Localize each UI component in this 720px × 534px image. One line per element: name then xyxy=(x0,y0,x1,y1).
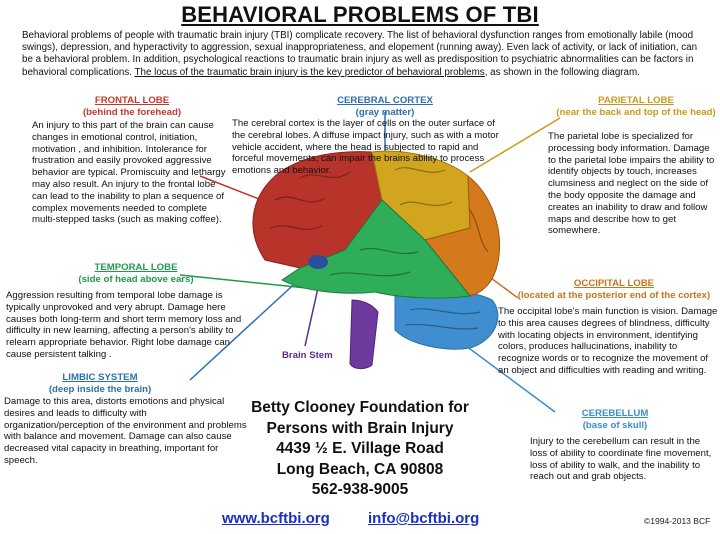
cerebellum-heading: CEREBELLUM (base of skull) xyxy=(560,408,670,431)
copyright-notice: ©1994-2013 BCF xyxy=(644,516,711,526)
intro-underlined-text: The locus of the traumatic brain injury … xyxy=(134,66,485,78)
limbic-system-heading: LIMBIC SYSTEM (deep inside the brain) xyxy=(40,372,160,395)
temporal-lobe-sub: (side of head above ears) xyxy=(78,273,194,285)
frontal-lobe-description: An injury to this part of the brain can … xyxy=(32,120,226,226)
frontal-lobe-heading: FRONTAL LOBE (behind the forehead) xyxy=(52,95,212,118)
occipital-lobe-heading: OCCIPITAL LOBE (located at the posterior… xyxy=(508,278,720,301)
org-line-1: Betty Clooney Foundation for xyxy=(251,399,469,416)
website-link[interactable]: www.bcftbi.org xyxy=(222,510,330,527)
occipital-lobe-name: OCCIPITAL LOBE xyxy=(573,278,655,289)
intro-tail-text: , as shown in the following diagram. xyxy=(484,66,640,78)
contact-links: www.bcftbi.org info@bcftbi.org xyxy=(222,510,512,527)
parietal-lobe-name: PARIETAL LOBE xyxy=(598,95,674,106)
organization-block: Betty Clooney Foundation for Persons wit… xyxy=(244,398,476,501)
leader-line-cerebellum xyxy=(457,339,556,413)
parietal-lobe-sub: (near the back and top of the head) xyxy=(556,106,716,118)
cerebellum-sub: (base of skull) xyxy=(582,419,648,431)
parietal-lobe-heading: PARIETAL LOBE (near the back and top of … xyxy=(556,95,716,118)
frontal-lobe-sub: (behind the forehead) xyxy=(82,106,182,118)
limbic-system-description: Damage to this area, distorts emotions a… xyxy=(4,396,247,466)
cerebral-cortex-sub: (gray matter) xyxy=(355,106,415,118)
limbic-system-sub: (deep inside the brain) xyxy=(48,383,152,395)
brain-stem-label: Brain Stem xyxy=(282,350,333,361)
occipital-lobe-sub: (located at the posterior end of the cor… xyxy=(517,289,711,301)
leader-line-parietal xyxy=(469,117,561,173)
temporal-lobe-region xyxy=(281,199,471,299)
email-link[interactable]: info@bcftbi.org xyxy=(368,510,480,527)
cerebral-cortex-description: The cerebral cortex is the layer of cell… xyxy=(232,118,499,177)
cerebellum-region xyxy=(394,290,499,350)
temporal-lobe-heading: TEMPORAL LOBE (side of head above ears) xyxy=(76,262,196,285)
intro-paragraph: Behavioral problems of people with traum… xyxy=(22,30,698,79)
org-phone-line: 562-938-9005 xyxy=(311,481,409,498)
cerebellum-name: CEREBELLUM xyxy=(581,408,649,419)
frontal-lobe-name: FRONTAL LOBE xyxy=(94,95,170,106)
temporal-lobe-name: TEMPORAL LOBE xyxy=(94,262,178,273)
org-line-2: Persons with Brain Injury xyxy=(266,419,454,437)
parietal-lobe-description: The parietal lobe is specialized for pro… xyxy=(548,131,715,237)
cerebral-cortex-heading: CEREBRAL CORTEX (gray matter) xyxy=(320,95,450,118)
page-title: BEHAVIORAL PROBLEMS OF TBI xyxy=(181,2,539,27)
limbic-system-name: LIMBIC SYSTEM xyxy=(62,372,138,383)
cerebral-cortex-name: CEREBRAL CORTEX xyxy=(337,95,433,106)
temporal-lobe-description: Aggression resulting from temporal lobe … xyxy=(6,290,242,360)
org-city-line: Long Beach, CA 90808 xyxy=(276,460,444,478)
intro-text: Behavioral problems of people with traum… xyxy=(22,30,698,78)
occipital-lobe-description: The occipital lobe's main function is vi… xyxy=(498,306,718,376)
cerebellum-description: Injury to the cerebellum can result in t… xyxy=(530,436,712,483)
brain-stem-region xyxy=(349,299,379,370)
org-address-line: 4439 ½ E. Village Road xyxy=(276,440,444,457)
limbic-system-region xyxy=(308,255,328,269)
occipital-lobe-region xyxy=(424,174,501,297)
gyri-texture xyxy=(269,167,489,330)
